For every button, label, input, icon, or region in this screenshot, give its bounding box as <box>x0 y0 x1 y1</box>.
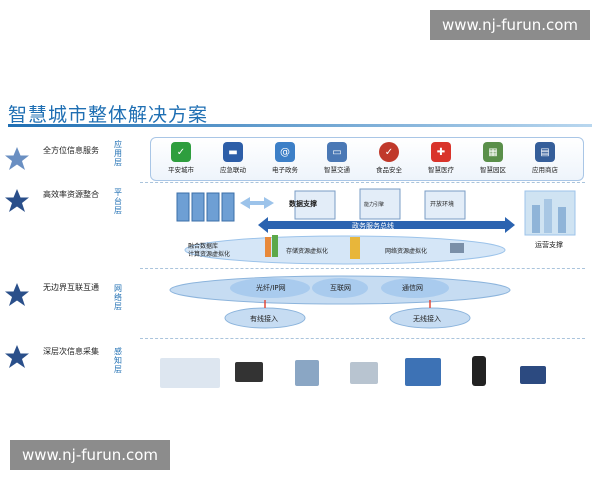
star-icon <box>5 283 29 306</box>
watermark-top: www.nj-furun.com <box>430 10 590 40</box>
virt-network-label: 网络资源虚拟化 <box>385 248 428 255</box>
food-safety-badge-icon: ✓ <box>379 142 399 162</box>
page-title: 智慧城市整体解决方案 <box>8 104 209 126</box>
layer-vertical-platform: 平台层 <box>114 188 122 215</box>
watermark-bottom: www.nj-furun.com <box>10 440 170 470</box>
wired-access-label: 有线接入 <box>250 315 278 323</box>
app-label: 智慧交通 <box>324 166 350 174</box>
wifi-router-icon <box>520 366 546 384</box>
tag-data-support: 数据支撑 <box>289 200 317 208</box>
platform-diagram <box>176 188 576 265</box>
layer-vertical-sensing: 感知层 <box>114 347 122 374</box>
app-label: 食品安全 <box>376 166 402 174</box>
app-label: 电子政务 <box>272 166 298 174</box>
title-underline <box>8 124 592 127</box>
layer-vertical-network: 网络层 <box>114 284 122 311</box>
layer-divider <box>140 268 585 269</box>
virt-storage-label: 存储资源虚拟化 <box>286 248 329 255</box>
network-diagram <box>169 275 511 329</box>
shield-icon: ✓ <box>171 142 191 162</box>
camera-icon <box>235 362 263 382</box>
star-icon <box>5 189 29 212</box>
tag-capability-engine: 能力引擎 <box>364 202 385 208</box>
app-medical[interactable]: ✚ 智慧医疗 <box>417 142 465 174</box>
tag-open-env: 开放环境 <box>430 201 455 208</box>
application-panel: ✓ 平安城市 ▬ 应急联动 @ 电子政务 ▭ 智慧交通 ✓ 食品安全 ✚ 智慧医… <box>150 137 584 181</box>
star-icon <box>5 147 29 170</box>
park-map-icon: ▦ <box>483 142 503 162</box>
app-label: 应用商店 <box>532 166 558 174</box>
cloud-fiber-ip-label: 光纤/IP网 <box>256 284 286 292</box>
rfid-molecule-device <box>160 358 220 388</box>
app-label: 智慧医疗 <box>428 166 454 174</box>
terminal-operator-icon <box>295 360 319 386</box>
cloud-internet-label: 互联网 <box>330 284 351 292</box>
app-transport[interactable]: ▭ 智慧交通 <box>313 142 361 174</box>
app-park[interactable]: ▦ 智慧园区 <box>469 142 517 174</box>
app-store-icon: ▤ <box>535 142 555 162</box>
star-icon <box>5 345 29 368</box>
layer-label-application: 全方位信息服务 <box>43 146 99 155</box>
server-rack-icon <box>176 192 235 222</box>
service-bus-label: 政务服务总线 <box>352 222 394 230</box>
email-icon: @ <box>275 142 295 162</box>
layer-vertical-application: 应用层 <box>114 140 122 167</box>
virt-compute-label: 融合数据库 计算资源虚拟化 <box>188 243 231 258</box>
medical-kit-icon: ✚ <box>431 142 451 162</box>
ops-support-label: 运营支撑 <box>535 241 563 249</box>
layer-divider <box>140 182 585 183</box>
mobile-phone-icon <box>472 356 486 386</box>
bus-icon: ▭ <box>327 142 347 162</box>
app-egov[interactable]: @ 电子政务 <box>261 142 309 174</box>
app-food-safety[interactable]: ✓ 食品安全 <box>365 142 413 174</box>
app-safe-city[interactable]: ✓ 平安城市 <box>157 142 205 174</box>
layer-label-sensing: 深层次信息采集 <box>43 347 99 356</box>
layer-divider <box>140 338 585 339</box>
layer-label-platform: 高效率资源整合 <box>43 190 99 199</box>
cloud-telecom-label: 通信网 <box>402 284 423 292</box>
app-store[interactable]: ▤ 应用商店 <box>521 142 569 174</box>
touch-panel-icon <box>405 358 441 386</box>
app-emergency[interactable]: ▬ 应急联动 <box>209 142 257 174</box>
app-label: 应急联动 <box>220 166 246 174</box>
sensor-device-icon <box>350 362 378 384</box>
police-car-icon: ▬ <box>223 142 243 162</box>
wireless-access-label: 无线接入 <box>413 315 441 323</box>
app-label: 平安城市 <box>168 166 194 174</box>
app-label: 智慧园区 <box>480 166 506 174</box>
layer-label-network: 无边界互联互通 <box>43 283 99 292</box>
